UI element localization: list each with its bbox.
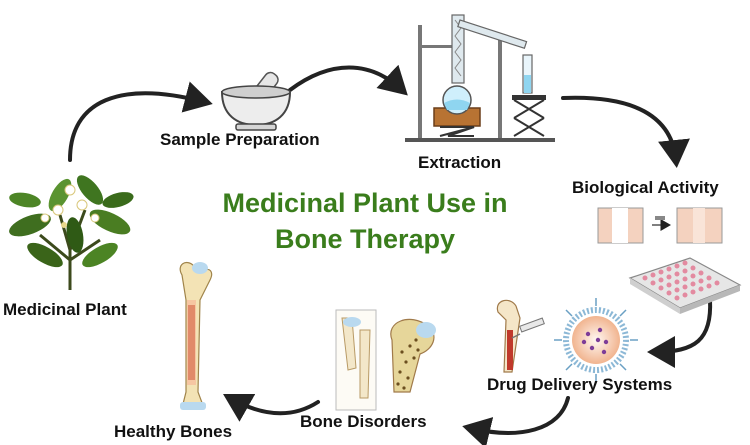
liposome-nanocarrier-icon bbox=[554, 298, 638, 382]
label-healthy-bones: Healthy Bones bbox=[114, 422, 233, 441]
extraction-apparatus-icon bbox=[405, 14, 555, 142]
femur-syringe-icon bbox=[496, 299, 545, 373]
arrow-activity-to-delivery bbox=[647, 298, 713, 368]
title-line-1: Medicinal Plant Use in bbox=[222, 188, 508, 218]
label-sample-preparation: Sample Preparation bbox=[160, 130, 320, 149]
wound-healing-assay-icon bbox=[597, 207, 723, 244]
flow-arrows bbox=[68, 64, 713, 445]
arrow-disorders-to-healthy bbox=[223, 393, 320, 422]
arrow-preparation-to-extraction bbox=[288, 64, 408, 96]
well-plate-icon bbox=[628, 257, 742, 314]
osteoporotic-femur-head-icon bbox=[390, 318, 436, 393]
label-extraction: Extraction bbox=[418, 153, 502, 172]
label-medicinal-plant: Medicinal Plant bbox=[3, 300, 127, 319]
arrow-delivery-to-disorders bbox=[462, 396, 570, 445]
arrow-extraction-to-activity bbox=[561, 95, 690, 168]
label-bone-disorders: Bone Disorders bbox=[300, 412, 427, 431]
label-drug-delivery-systems: Drug Delivery Systems bbox=[487, 375, 673, 394]
arrow-plant-to-preparation bbox=[68, 81, 213, 162]
title-line-2: Bone Therapy bbox=[274, 224, 456, 254]
mortar-pestle-icon bbox=[220, 71, 292, 131]
label-biological-activity: Biological Activity bbox=[572, 178, 719, 197]
diagram-title: Medicinal Plant Use in Bone Therapy bbox=[180, 185, 550, 257]
healthy-femur-icon bbox=[179, 262, 213, 410]
medicinal-plant-icon bbox=[9, 175, 134, 290]
knee-joint-icon bbox=[335, 309, 377, 411]
